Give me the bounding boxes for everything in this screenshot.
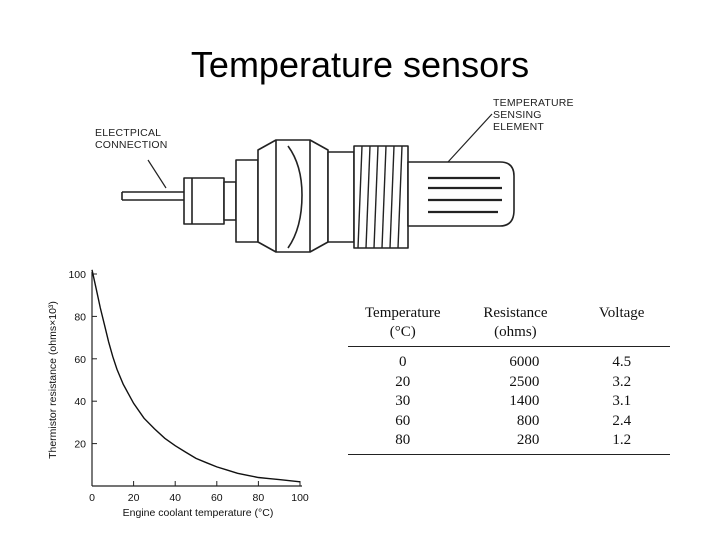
cell-temperature: 60 xyxy=(395,412,411,429)
sensing-element-label: TEMPERATURE SENSING ELEMENT xyxy=(493,97,574,133)
header-voltage: Voltage xyxy=(573,298,670,347)
element-callout-line xyxy=(447,113,493,163)
cell-voltage: 3.2 xyxy=(612,373,632,390)
page-title: Temperature sensors xyxy=(190,44,530,85)
sensor-data-table: Temperature(°C) Resistance(ohms) Voltage… xyxy=(348,298,670,460)
cell-resistance: 280 xyxy=(516,432,540,448)
y-axis-label: Thermistor resistance (ohms×10³) xyxy=(47,301,59,459)
y-tick-label: 40 xyxy=(74,396,86,408)
cell-temperature: 0 xyxy=(398,354,407,370)
x-tick-label: 20 xyxy=(128,492,140,504)
table-row: 60 800 2.4 xyxy=(348,412,670,432)
y-tick-label: 100 xyxy=(68,269,86,281)
x-tick-label: 100 xyxy=(291,492,309,504)
cell-voltage: 3.1 xyxy=(612,393,632,409)
resistance-curve xyxy=(91,269,301,483)
x-tick-label: 60 xyxy=(211,492,223,504)
x-tick-label: 0 xyxy=(89,492,95,504)
table-row: 30 1400 3.1 xyxy=(348,392,670,412)
cell-temperature: 20 xyxy=(395,373,411,390)
electrical-connection-label: ELECTPICAL CONNECTION xyxy=(95,127,168,151)
electrical-callout-line xyxy=(147,159,167,189)
cell-voltage: 4.5 xyxy=(612,354,632,370)
cell-temperature: 30 xyxy=(395,393,411,409)
table-row: 80 280 1.2 xyxy=(348,431,670,454)
table-row: 20 2500 3.2 xyxy=(348,373,670,393)
x-axis-label: Engine coolant temperature (°C) xyxy=(123,507,274,519)
cell-resistance: 2500 xyxy=(509,373,540,390)
header-temperature: Temperature(°C) xyxy=(348,298,458,347)
y-tick-label: 80 xyxy=(74,311,86,323)
sensor-collar xyxy=(235,159,259,243)
cell-temperature: 80 xyxy=(395,432,411,448)
y-tick-label: 60 xyxy=(74,354,86,366)
table-header-row: Temperature(°C) Resistance(ohms) Voltage xyxy=(348,298,670,347)
thermistor-resistance-chart: 20 40 60 80 100 0 20 40 60 80 100 Engine coolant … xyxy=(47,269,309,519)
cell-voltage: 2.4 xyxy=(612,412,632,429)
x-tick-label: 40 xyxy=(169,492,181,504)
table-row: 0 6000 4.5 xyxy=(348,347,670,373)
cell-resistance: 1400 xyxy=(509,393,540,409)
x-tick-label: 80 xyxy=(253,492,265,504)
temperature-sensor-illustration xyxy=(121,113,515,253)
hex-nut xyxy=(257,139,329,253)
cell-resistance: 800 xyxy=(516,412,540,429)
cell-resistance: 6000 xyxy=(509,354,540,370)
y-tick-label: 20 xyxy=(74,439,86,451)
sensing-element-probe xyxy=(407,161,515,227)
cell-voltage: 1.2 xyxy=(612,432,632,448)
connector-body xyxy=(183,177,225,225)
header-resistance: Resistance(ohms) xyxy=(457,298,574,347)
